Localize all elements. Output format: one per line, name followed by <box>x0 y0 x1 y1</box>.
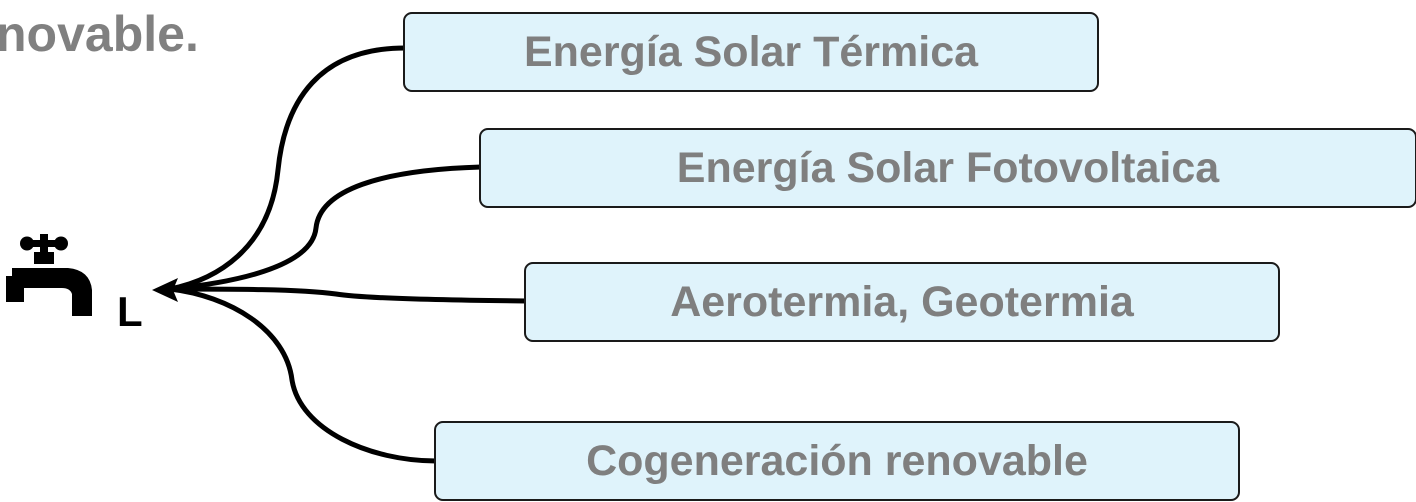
connector-solar-fotovoltaica <box>167 164 484 292</box>
connector-aerotermia-geotermia <box>167 286 529 304</box>
box-label: Cogeneración renovable <box>586 436 1088 485</box>
faucet-label: L <box>117 288 143 335</box>
box-label: Energía Solar Fotovoltaica <box>676 143 1220 192</box>
connector-cogeneracion <box>167 286 439 464</box>
box-label: Energía Solar Térmica <box>523 27 979 76</box>
box-energia-solar-termica: Energía Solar Térmica <box>403 12 1099 92</box>
box-aerotermia-geotermia: Aerotermia, Geotermia <box>524 262 1280 342</box>
box-energia-solar-fotovoltaica: Energía Solar Fotovoltaica <box>479 128 1416 208</box>
page-title: novable. <box>0 6 199 62</box>
arrowhead-icon <box>152 278 178 302</box>
box-cogeneracion-renovable: Cogeneración renovable <box>434 421 1240 501</box>
connector-solar-termica <box>167 45 408 292</box>
box-label: Aerotermia, Geotermia <box>670 277 1134 326</box>
faucet-icon <box>6 234 92 316</box>
